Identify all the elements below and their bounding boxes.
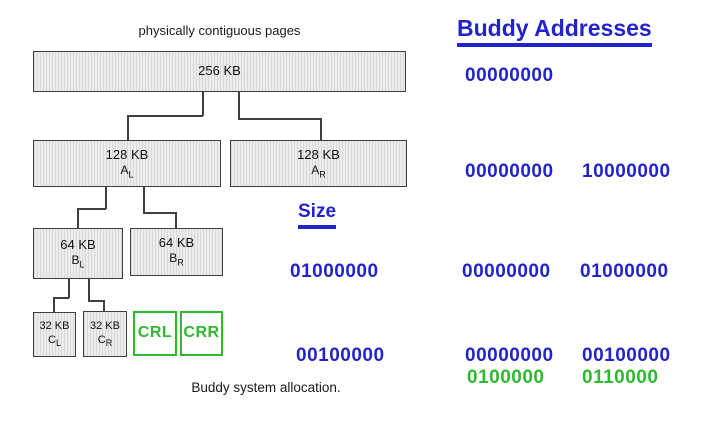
address-64-left: 00000000 xyxy=(462,261,551,282)
figure-caption: Buddy system allocation. xyxy=(191,380,341,395)
free-block-label: CRL xyxy=(137,324,173,342)
connector-line xyxy=(88,279,90,301)
block-64kb-left: 64 KB BL xyxy=(33,228,123,279)
figure-title: physically contiguous pages xyxy=(138,23,301,38)
connector-line xyxy=(320,118,322,140)
connector-line xyxy=(127,115,129,140)
block-subscript: L xyxy=(128,168,134,179)
block-subscript: R xyxy=(105,337,113,348)
block-id-label: CL xyxy=(48,334,61,349)
address-128-left: 00000000 xyxy=(465,161,554,182)
address-256: 00000000 xyxy=(465,65,554,86)
block-128kb-right: 128 KB AR xyxy=(230,140,407,187)
block-size-label: 256 KB xyxy=(198,63,241,79)
block-subscript: R xyxy=(319,168,326,179)
block-subscript: L xyxy=(79,258,85,269)
block-32kb-left: 32 KB CL xyxy=(33,312,76,357)
connector-line xyxy=(175,212,177,228)
address-free-left: 0100000 xyxy=(467,367,545,388)
size-value: 00100000 xyxy=(296,345,385,366)
block-letter: B xyxy=(169,251,178,266)
block-id-label: BR xyxy=(169,251,184,268)
connector-line xyxy=(77,208,106,210)
connector-line xyxy=(77,208,79,228)
block-letter: C xyxy=(97,333,106,346)
connector-line xyxy=(103,300,105,312)
connector-line xyxy=(238,118,321,120)
block-letter: C xyxy=(48,334,56,347)
connector-line xyxy=(68,279,70,298)
connector-line xyxy=(127,115,203,117)
block-size-label: 32 KB xyxy=(39,320,70,333)
free-block-label: CRR xyxy=(183,324,220,342)
block-32kb-right: 32 KB CR xyxy=(83,311,127,357)
connector-line xyxy=(53,297,55,312)
block-subscript: L xyxy=(55,338,61,349)
address-32-left: 00000000 xyxy=(465,345,554,366)
size-heading: Size xyxy=(298,201,337,229)
block-letter: B xyxy=(71,252,80,267)
block-id-label: AR xyxy=(311,162,326,180)
address-free-right: 0110000 xyxy=(582,367,659,388)
block-size-label: 64 KB xyxy=(60,236,96,252)
connector-line xyxy=(238,92,240,119)
block-size-label: 128 KB xyxy=(297,146,340,162)
block-64kb-right: 64 KB BR xyxy=(130,228,223,276)
block-256kb: 256 KB xyxy=(33,51,406,92)
block-id-label: CR xyxy=(98,334,112,349)
block-subscript: R xyxy=(177,257,184,268)
connector-line xyxy=(202,92,204,116)
address-64-right: 01000000 xyxy=(580,261,669,282)
block-size-label: 128 KB xyxy=(105,146,149,162)
connector-line xyxy=(88,300,104,302)
block-id-label: AL xyxy=(120,162,134,180)
block-letter: A xyxy=(311,162,320,177)
connector-line xyxy=(105,187,107,209)
free-block-crr: CRR xyxy=(180,311,223,356)
connector-line xyxy=(143,187,145,213)
address-32-right: 00100000 xyxy=(582,345,671,366)
size-value: 01000000 xyxy=(290,261,379,282)
block-letter: A xyxy=(120,162,129,177)
connector-line xyxy=(53,297,69,299)
block-128kb-left: 128 KB AL xyxy=(33,140,221,187)
connector-line xyxy=(143,212,176,214)
buddy-addresses-heading: Buddy Addresses xyxy=(457,15,652,47)
block-id-label: BL xyxy=(71,252,85,270)
free-block-crl: CRL xyxy=(133,311,177,356)
block-size-label: 32 KB xyxy=(90,319,120,332)
block-size-label: 64 KB xyxy=(158,235,195,251)
address-128-right: 10000000 xyxy=(582,161,671,182)
